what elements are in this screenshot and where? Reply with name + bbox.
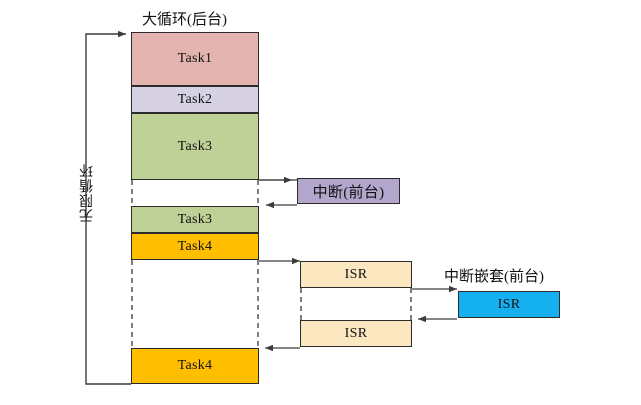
isr-block-second[interactable]: ISR xyxy=(300,320,412,347)
label-infinite-loop: 无限循环 xyxy=(80,163,95,223)
task-block-task3-resume[interactable]: Task3 xyxy=(131,206,259,233)
task-block-task1[interactable]: Task1 xyxy=(131,32,259,86)
task-block-task4[interactable]: Task4 xyxy=(131,233,259,260)
task-block-task3[interactable]: Task3 xyxy=(131,113,259,180)
label-nested-interrupt: 中断嵌套(前台) xyxy=(444,269,544,285)
task-block-task2[interactable]: Task2 xyxy=(131,86,259,113)
task-block-task4-resume[interactable]: Task4 xyxy=(131,348,259,384)
interrupt-block-foreground[interactable]: 中断(前台) xyxy=(297,178,400,204)
label-background-loop: 大循环(后台) xyxy=(142,12,227,28)
isr-block-nested[interactable]: ISR xyxy=(458,291,560,318)
isr-block-first[interactable]: ISR xyxy=(300,261,412,288)
